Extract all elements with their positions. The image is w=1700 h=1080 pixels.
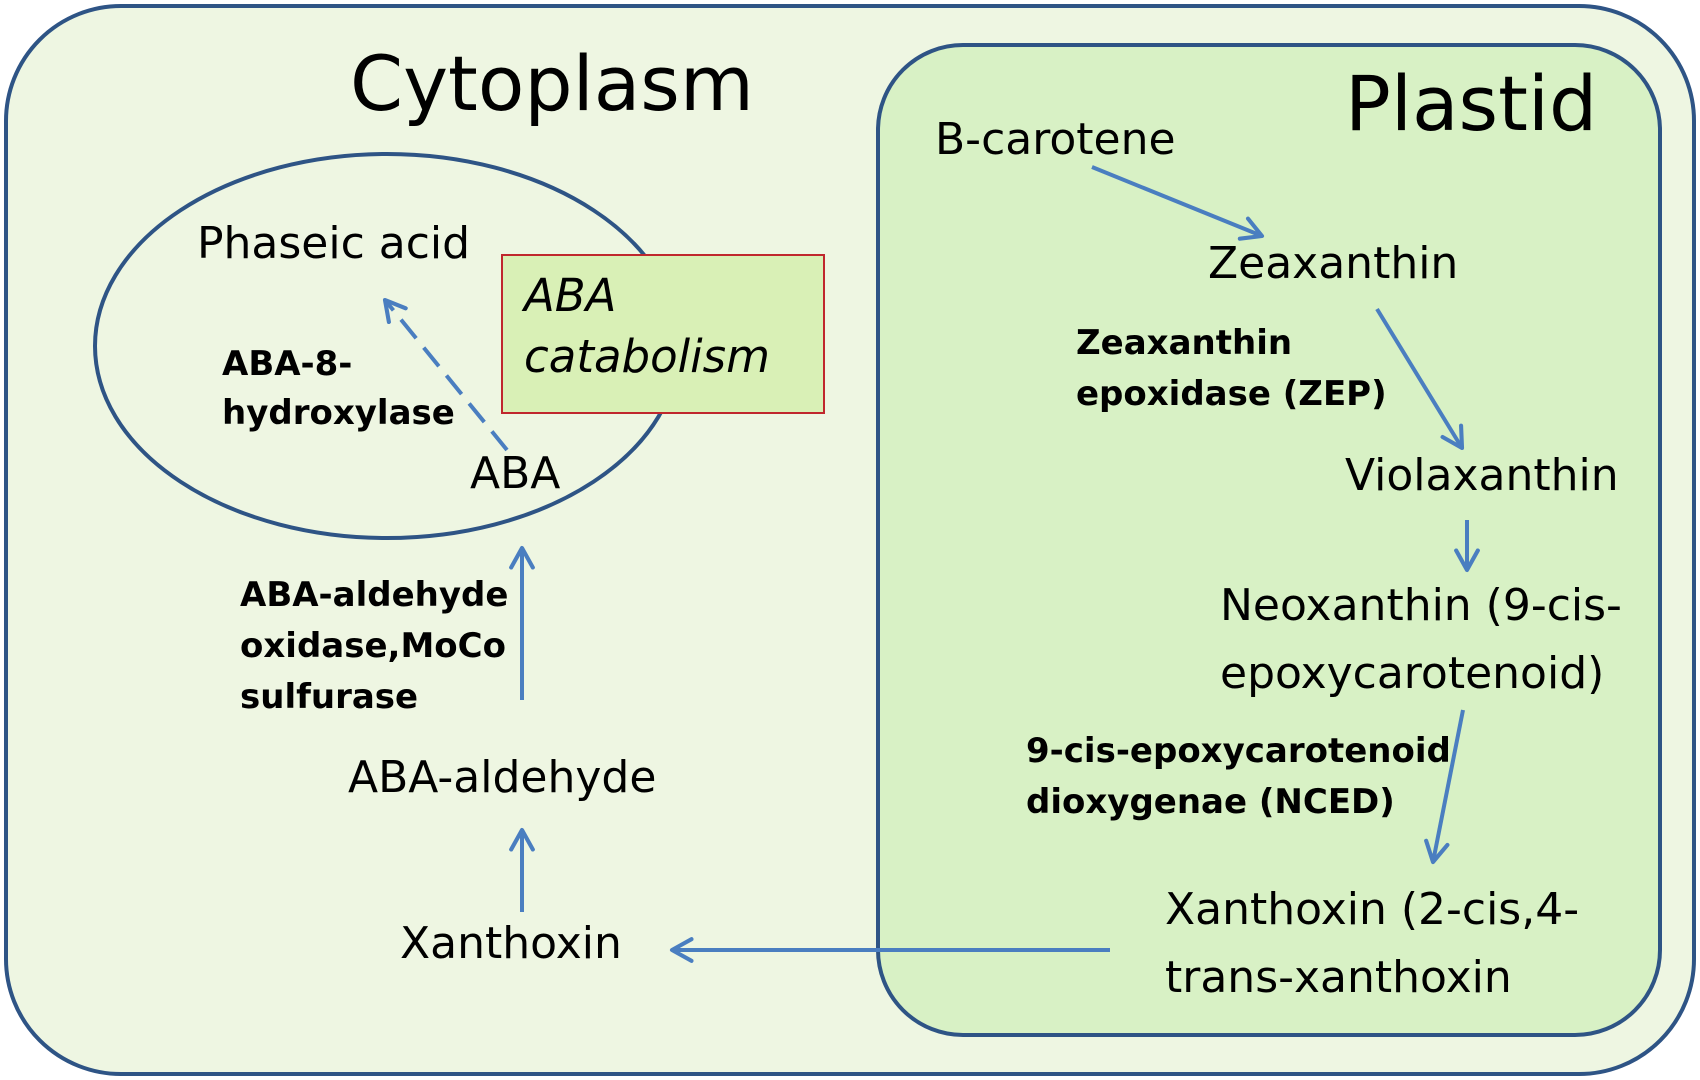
compound-b-carotene: B-carotene	[935, 114, 1176, 165]
compound-phaseic-acid: Phaseic acid	[197, 218, 471, 269]
arrow-zeaxanthin-to-violaxanthin	[1375, 307, 1465, 451]
catabolism-label: ABA catabolism	[524, 269, 770, 383]
compound-violaxanthin: Violaxanthin	[1345, 450, 1619, 501]
arrow-aba-to-phaseic-acid	[382, 297, 509, 452]
plastid-title: Plastid	[1345, 59, 1598, 148]
plastid-compartment	[876, 43, 1662, 1037]
cytoplasm-title: Cytoplasm	[350, 39, 754, 128]
enzyme-nced: 9-cis-epoxycarotenoid dioxygenae (NCED)	[1026, 731, 1451, 822]
arrow-bcarotene-to-zeaxanthin	[1091, 165, 1265, 241]
compound-aba-aldehyde: ABA-aldehyde	[348, 752, 657, 803]
compound-xanthoxin-plastid: Xanthoxin (2-cis,4- trans-xanthoxin	[1165, 884, 1580, 1004]
enzyme-aba-aldehyde-oxidase: ABA-aldehyde oxidase,MoCo sulfurase	[240, 575, 509, 717]
compound-neoxanthin: Neoxanthin (9-cis- epoxycarotenoid)	[1220, 580, 1622, 700]
compound-aba: ABA	[470, 448, 561, 499]
enzyme-zep: Zeaxanthin epoxidase (ZEP)	[1076, 323, 1387, 414]
arrow-neoxanthin-to-xanthoxin	[1424, 709, 1465, 865]
compound-zeaxanthin: Zeaxanthin	[1208, 238, 1459, 289]
enzyme-aba-8-hydroxylase: ABA-8- hydroxylase	[222, 344, 455, 434]
catabolism-box	[501, 254, 825, 414]
compound-xanthoxin-cytoplasm: Xanthoxin	[400, 918, 622, 969]
